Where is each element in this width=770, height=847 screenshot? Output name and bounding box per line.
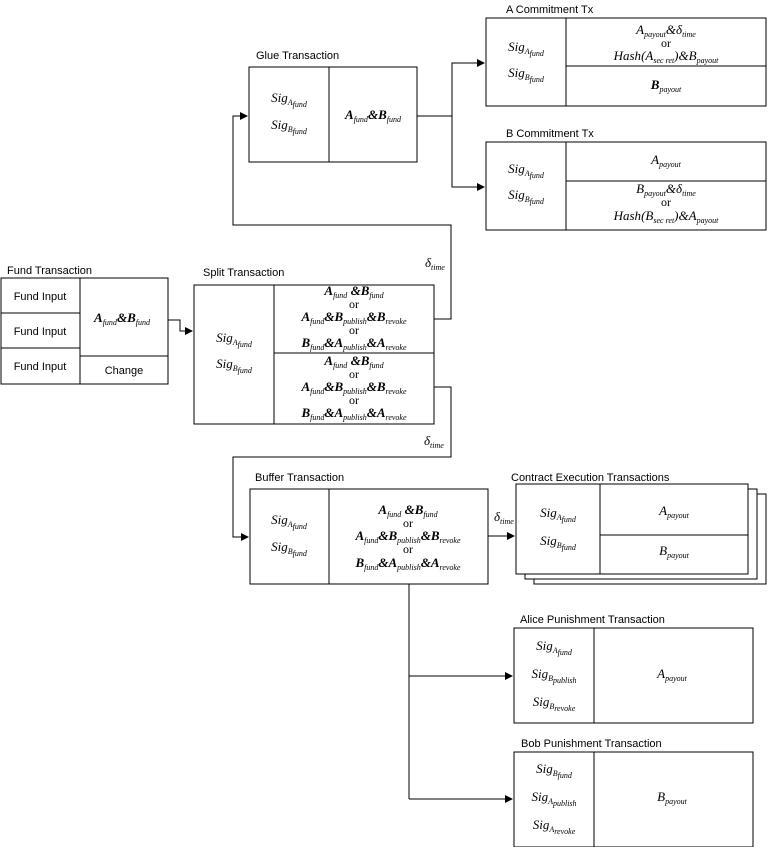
edge-fund-to-split (168, 319, 193, 335)
glue-transaction-title: Glue Transaction (256, 50, 339, 62)
or-text: or (403, 516, 413, 530)
b-commitment-title: B Commitment Tx (506, 128, 594, 140)
cet-box (515, 483, 749, 575)
a-commit-condition-2: Hash(Asec ret)&Bpayout (613, 48, 720, 65)
edge-glue-to-b-commit (451, 116, 485, 191)
glue-output: Afund&Bfund (344, 107, 402, 124)
bob-punishment-transaction: Bob Punishment Transaction SigBfund SigA… (513, 738, 754, 847)
glue-transaction: Glue Transaction SigAfund SigBfund Afund… (248, 50, 418, 163)
buffer-delay-label: δtime (424, 433, 444, 450)
sig-a-fund: SigAfund (216, 330, 253, 349)
change-output-box (79, 355, 169, 385)
edge-split-to-buffer (232, 386, 452, 541)
alice-punishment-title: Alice Punishment Transaction (520, 614, 665, 626)
split-out1-line1: Afund &Bfund (323, 283, 384, 300)
fund-input-2: Fund Input (14, 326, 67, 338)
cet-title: Contract Execution Transactions (511, 472, 670, 484)
or-text: or (349, 393, 359, 407)
sig-b-fund: SigBfund (508, 187, 545, 206)
glue-delay-label: δtime (425, 255, 445, 272)
cet-delay-label: δtime (494, 509, 514, 526)
or-text: or (349, 297, 359, 311)
or-text: or (349, 323, 359, 337)
change-output: Change (105, 365, 144, 377)
sig-b-fund: SigBfund (216, 356, 253, 375)
b-commitment-box (485, 141, 767, 231)
split-out2-line1: Afund &Bfund (323, 353, 384, 370)
buffer-out-line1: Afund &Bfund (377, 502, 438, 519)
a-commit-b-payout: Bpayout (650, 77, 682, 94)
or-text: or (661, 36, 671, 50)
b-commit-condition-2: Hash(Bsec ret)&Apayout (613, 208, 720, 225)
or-text: or (349, 367, 359, 381)
split-out2-line3: Bfund&Apublish&Arevoke (300, 405, 407, 422)
buffer-out-line2: Afund&Bpublish&Brevoke (354, 528, 461, 545)
alice-punishment-box (513, 627, 754, 724)
sig-b-fund: SigBfund (508, 65, 545, 84)
fund-transaction: Fund Transaction Fund Input Fund Input F… (0, 265, 169, 385)
fund-input-3: Fund Input (14, 361, 67, 373)
a-commitment-box (485, 17, 767, 107)
glue-transaction-box (248, 66, 418, 163)
sig-b-fund: SigBfund (271, 539, 308, 558)
fund-output: Afund&Bfund (93, 310, 151, 327)
cet-b-payout: Bpayout (659, 543, 690, 560)
b-commit-condition-1: Bpayout&δtime (636, 181, 696, 198)
sig-a-fund: SigAfund (271, 90, 308, 109)
sig-a-fund: SigAfund (508, 39, 545, 58)
sig-b-fund: SigBfund (271, 117, 308, 136)
alice-punishment-transaction: Alice Punishment Transaction SigAfund Si… (513, 614, 754, 724)
b-commit-a-payout: Apayout (650, 152, 682, 169)
edge-split-to-glue (232, 112, 452, 320)
split-out2-line2: Afund&Bpublish&Brevoke (300, 379, 407, 396)
sig-b-fund: SigBfund (536, 761, 573, 780)
sig-b-publish: SigBpublish (531, 666, 576, 685)
bob-punishment-title: Bob Punishment Transaction (521, 738, 662, 750)
sig-a-fund: SigAfund (540, 505, 577, 524)
buffer-transaction-box (249, 488, 489, 585)
sig-b-revoke: SigBrevoke (533, 694, 576, 713)
split-transaction: Split Transaction SigAfund SigBfund Afun… (193, 267, 435, 425)
sig-b-fund: SigBfund (540, 533, 577, 552)
buffer-transaction: Buffer Transaction SigAfund SigBfund Afu… (249, 472, 489, 585)
sig-a-revoke: SigArevoke (533, 817, 576, 836)
or-text: or (661, 195, 671, 209)
split-out1-line3: Bfund&Apublish&Arevoke (300, 335, 407, 352)
split-out1-line2: Afund&Bpublish&Brevoke (300, 309, 407, 326)
alice-punish-a-payout: Apayout (656, 666, 688, 683)
fund-transaction-box (0, 277, 169, 385)
edge-glue-to-a-commit (451, 59, 485, 116)
contract-execution-transactions: Contract Execution Transactions SigAfund… (511, 472, 767, 585)
a-commit-condition-1: Apayout&δtime (635, 22, 696, 39)
sig-a-fund: SigAfund (508, 161, 545, 180)
bob-punishment-box (513, 751, 754, 847)
buffer-out-line3: Bfund&Apublish&Arevoke (354, 555, 461, 572)
bob-punish-b-payout: Bpayout (657, 789, 688, 806)
fund-transaction-title: Fund Transaction (7, 265, 92, 277)
a-commitment-title: A Commitment Tx (506, 4, 594, 16)
split-transaction-title: Split Transaction (203, 267, 284, 279)
sig-a-publish: SigApublish (531, 789, 576, 808)
b-commitment-tx: B Commitment Tx SigAfund SigBfund Apayou… (485, 128, 767, 231)
or-text: or (403, 542, 413, 556)
fund-input-1: Fund Input (14, 291, 67, 303)
buffer-transaction-title: Buffer Transaction (255, 472, 344, 484)
split-transaction-box (193, 284, 435, 425)
sig-a-fund: SigAfund (271, 512, 308, 531)
a-commitment-tx: A Commitment Tx SigAfund SigBfund Apayou… (485, 4, 767, 107)
sig-a-fund: SigAfund (536, 638, 573, 657)
cet-a-payout: Apayout (658, 503, 690, 520)
